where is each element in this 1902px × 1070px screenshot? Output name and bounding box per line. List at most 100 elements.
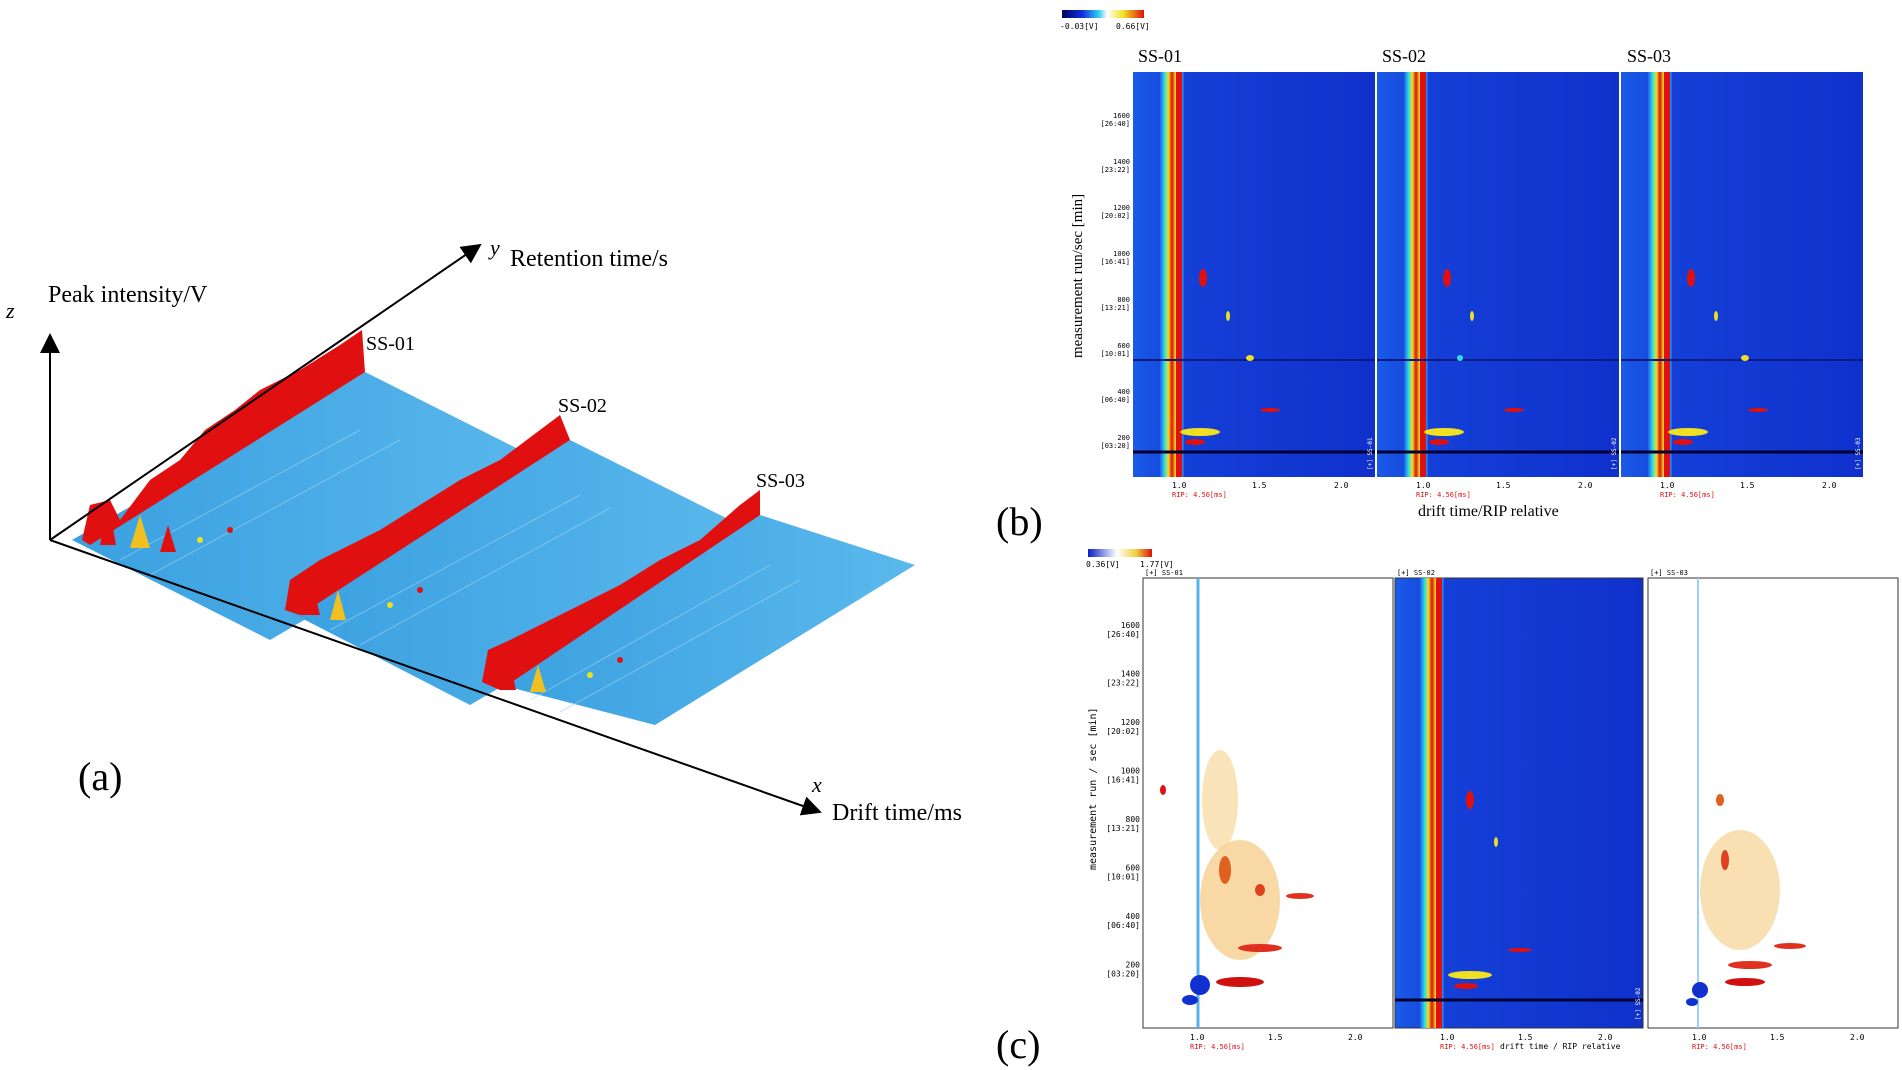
sample-label-ss-02: SS-02 [558,395,607,417]
panel-c-ytick-time-1200: [20:02] [1106,727,1140,736]
panel-b-side-tag-ss-02: [+] SS-02 [1611,437,1618,470]
panel-c-side-tag: [+] SS-02 [1635,987,1642,1020]
panel-b-ytick-time-200: [03:20] [1100,442,1130,450]
panel-b: -0.03[V] 0.66[V] SS-01 SS-02 SS-03 [996,10,1863,544]
panel-c-ytick-time-1000: [16:41] [1106,776,1140,785]
panel-b-xtick-2-0-ss-02: 2.0 [1578,481,1593,490]
panel-c-ytick-1400: 1400 [1121,670,1140,679]
panel-a: z Peak intensity/V y Retention time/s x … [5,235,962,826]
panel-b-ytick-1200: 1200 [1113,204,1130,212]
panel-c-ytick-time-600: [10:01] [1106,873,1140,882]
colorbar-c-max: 1.77[V] [1140,560,1174,569]
sample-plane-ss-01 [72,372,560,640]
panel-c-ytick-time-1400: [23:22] [1106,679,1140,688]
panel-a-label: (a) [78,754,122,799]
panel-c-ytick-200: 200 [1126,961,1141,970]
panel-c-xtick-1-0-ss-02: 1.0 [1440,1033,1455,1042]
y-axis-symbol: y [488,235,500,260]
panel-c-label: (c) [996,1022,1040,1067]
sample-label-ss-03: SS-03 [756,470,805,492]
panel-c-xlabel: drift time / RIP relative [1500,1042,1621,1051]
panel-b-xtick-1-0-ss-02: 1.0 [1416,481,1431,490]
panel-c-xtick-1-0-ss-03: 1.0 [1692,1033,1707,1042]
panel-b-xtick-2-0-ss-03: 2.0 [1822,481,1837,490]
panel-c-y-ticks: 1600[26:40] 1400[23:22] 1200[20:02] 1000[16… [1106,621,1140,979]
panel-c-ytick-time-200: [03:20] [1106,970,1140,979]
panel-b-side-tag-ss-01: [+] SS-01 [1367,437,1374,470]
x-axis-label: Drift time/ms [832,800,962,826]
panel-b-ytick-200: 200 [1117,434,1130,442]
panel-c-xtick-1-0-ss-01: 1.0 [1190,1033,1205,1042]
panel-b-ytick-600: 600 [1117,342,1130,350]
panel-c-ytick-1200: 1200 [1121,718,1140,727]
colorbar-b-max: 0.66[V] [1116,22,1150,31]
y-axis-label: Retention time/s [510,246,668,272]
panel-b-ytick-400: 400 [1117,388,1130,396]
panel-b-ytick-time-600: [10:01] [1100,350,1130,358]
heatmap-b-spots [1180,269,1768,445]
panel-b-ytick-1600: 1600 [1113,112,1130,120]
y-axis-line [49,243,482,541]
panel-c-ytick-1600: 1600 [1121,621,1140,630]
sample-plane-ss-02 [282,440,760,705]
panel-b-xtick-1-5-ss-03: 1.5 [1740,481,1755,490]
panel-c-rip-ss-01: RIP: 4.56[ms] [1190,1043,1245,1051]
panel-c-ytick-600: 600 [1126,864,1141,873]
x-axis-line [49,539,822,816]
colorbar-b [1062,10,1144,18]
panel-c-xtick-2-0-ss-01: 2.0 [1348,1033,1363,1042]
panel-c-ytick-1000: 1000 [1121,767,1140,776]
panel-b-xtick-1-5-ss-02: 1.5 [1496,481,1511,490]
panel-b-xtick-1-0-ss-01: 1.0 [1172,481,1187,490]
panel-b-ytick-time-1000: [16:41] [1100,258,1130,266]
plane-streaks [119,429,801,713]
z-axis-label: Peak intensity/V [48,282,208,308]
panel-b-y-ticks: 1600[26:40] 1400[23:22] 1200[20:02] 1000[16… [1100,112,1130,450]
peak-wall-ss-03 [482,490,760,690]
panel-b-xtick-1-0-ss-03: 1.0 [1660,481,1675,490]
panel-c-ytick-time-800: [13:21] [1106,824,1140,833]
panel-c-xtick-2-0-ss-02: 2.0 [1598,1033,1613,1042]
colorbar-c-min: 0.36[V] [1086,560,1120,569]
z-axis-symbol: z [5,298,15,323]
panel-b-xtick-2-0-ss-01: 2.0 [1334,481,1349,490]
heatmap-b-ss-02 [1377,72,1619,477]
panel-c-rip-ss-02: RIP: 4.56[ms] [1440,1043,1495,1051]
panel-b-ytick-1400: 1400 [1113,158,1130,166]
heatmap-c-ss-02: [+] SS-02 [1394,577,1644,1029]
panel-b-ytick-time-1600: [26:40] [1100,120,1130,128]
panel-c-ylabel: measurement run / sec [min] [1088,707,1099,870]
panel-b-ytick-time-1200: [20:02] [1100,212,1130,220]
peak-wall-ss-01 [82,330,365,545]
panel-b-title-ss-03: SS-03 [1627,46,1671,66]
panel-b-ytick-800: 800 [1117,296,1130,304]
panel-c-ytick-400: 400 [1126,912,1141,921]
panel-b-xtick-1-5-ss-01: 1.5 [1252,481,1267,490]
panel-c-xtick-1-5-ss-03: 1.5 [1770,1033,1785,1042]
heatmap-c-ss-03 [1647,577,1899,1029]
x-axis-symbol: x [811,772,822,797]
panel-b-rip-ss-01: RIP: 4.56[ms] [1172,491,1227,499]
panel-b-ytick-1000: 1000 [1113,250,1130,258]
panel-c-tag-ss-02: [+] SS-02 [1397,569,1435,577]
heatmap-c-ss-01 [1142,577,1394,1029]
panel-b-rip-ss-03: RIP: 4.56[ms] [1660,491,1715,499]
sample-label-ss-01: SS-01 [366,333,415,355]
panel-c-rip-ss-03: RIP: 4.56[ms] [1692,1043,1747,1051]
panel-c-tag-ss-01: [+] SS-01 [1145,569,1183,577]
panel-b-ytick-time-1400: [23:22] [1100,166,1130,174]
heatmap-b-ss-01 [1133,72,1375,477]
colorbar-b-min: -0.03[V] [1060,22,1099,31]
panel-b-ytick-time-800: [13:21] [1100,304,1130,312]
panel-c-xtick-1-5-ss-02: 1.5 [1518,1033,1533,1042]
panel-c-xtick-2-0-ss-03: 2.0 [1850,1033,1865,1042]
panel-c: 0.36[V] 1.77[V] [+] SS-01 [+] SS-02 [+] … [996,549,1899,1067]
panel-b-title-ss-02: SS-02 [1382,46,1426,66]
panel-c-ytick-time-1600: [26:40] [1106,630,1140,639]
peak-wall-ss-02 [285,415,570,615]
heatmap-b-ss-03 [1621,72,1863,477]
panel-b-ylabel: measurement run/sec [min] [1070,194,1086,358]
colorbar-c [1088,549,1152,557]
panel-b-title-ss-01: SS-01 [1138,46,1182,66]
